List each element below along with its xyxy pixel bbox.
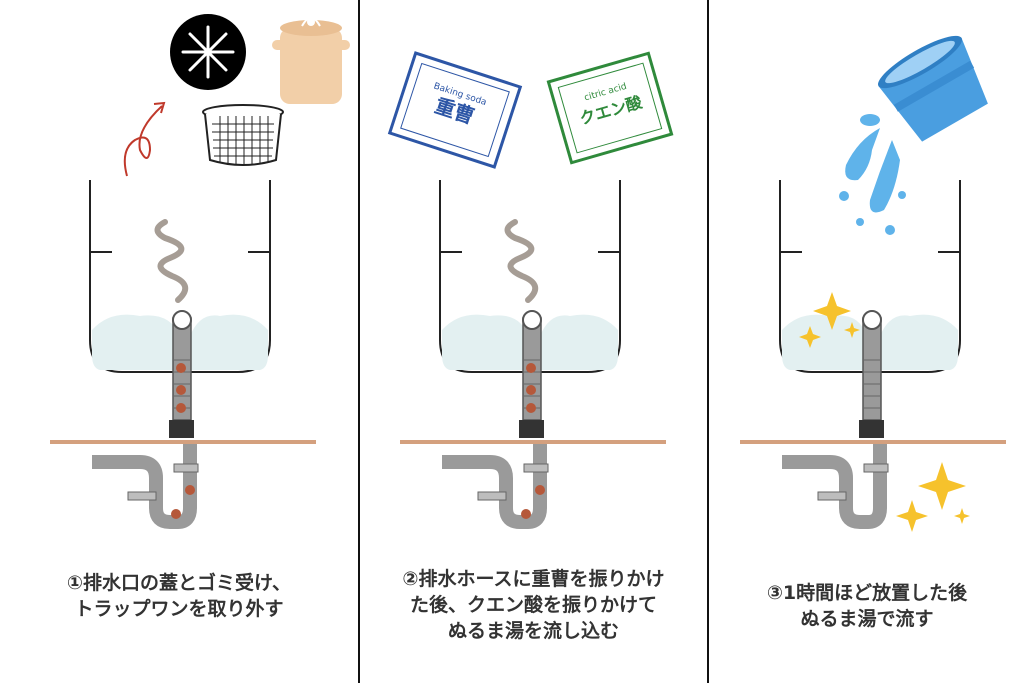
caption-line: た後、クエン酸を振りかけて — [409, 594, 657, 616]
trap-pipe — [442, 444, 549, 529]
caption-line: トラップワンを取り外す — [74, 598, 284, 620]
sparkle-icon — [896, 462, 970, 532]
step-2-caption: ②排水ホースに重曹を振りかけ た後、クエン酸を振りかけて ぬるま湯を流し込む — [360, 566, 707, 644]
remove-arrow-icon — [123, 101, 166, 177]
grime-spot — [535, 485, 545, 495]
odor-wisp — [504, 219, 539, 303]
strainer-basket-icon — [202, 104, 284, 166]
grime-spot — [526, 403, 536, 413]
baking-soda-bag: 重曹 Baking soda — [387, 51, 523, 169]
grime-spot — [176, 363, 186, 373]
panel-2: 重曹 Baking soda クエン酸 citric acid — [387, 51, 674, 529]
overflow-pipe — [169, 310, 194, 438]
panel-3 — [740, 35, 1006, 532]
grime-spot — [185, 485, 195, 495]
grime-spot — [521, 509, 531, 519]
grime-spot — [171, 509, 181, 519]
trap-pipe — [92, 444, 199, 529]
sink-basin — [89, 180, 271, 373]
caption-line: ①排水口の蓋とゴミ受け、 — [66, 572, 292, 594]
sink-basin — [439, 180, 621, 373]
bucket-icon — [878, 35, 988, 142]
grime-spot — [176, 385, 186, 395]
caption-line: ぬるま湯を流し込む — [447, 620, 619, 642]
step-1-caption: ①排水口の蓋とゴミ受け、 トラップワンを取り外す — [0, 570, 358, 622]
water-splash — [839, 114, 906, 235]
caption-line: ②排水ホースに重曹を振りかけ — [402, 568, 665, 590]
odor-wisp — [154, 219, 189, 303]
caption-line: ③1時間ほど放置した後 — [766, 582, 968, 604]
trap-pipe — [782, 444, 889, 529]
step-3-caption: ③1時間ほど放置した後 ぬるま湯で流す — [710, 580, 1024, 632]
grime-spot — [526, 385, 536, 395]
drain-lid-icon — [170, 14, 246, 90]
citric-acid-bag: クエン酸 citric acid — [546, 51, 674, 165]
overflow-pipe — [859, 310, 884, 438]
panel-1 — [50, 14, 350, 529]
caption-line: ぬるま湯で流す — [800, 608, 934, 630]
overflow-pipe — [519, 310, 544, 438]
sink-basin — [779, 180, 961, 373]
trap-cup-icon — [272, 17, 350, 104]
grime-spot — [526, 363, 536, 373]
grime-spot — [176, 403, 186, 413]
sparkle-icon — [799, 292, 860, 348]
